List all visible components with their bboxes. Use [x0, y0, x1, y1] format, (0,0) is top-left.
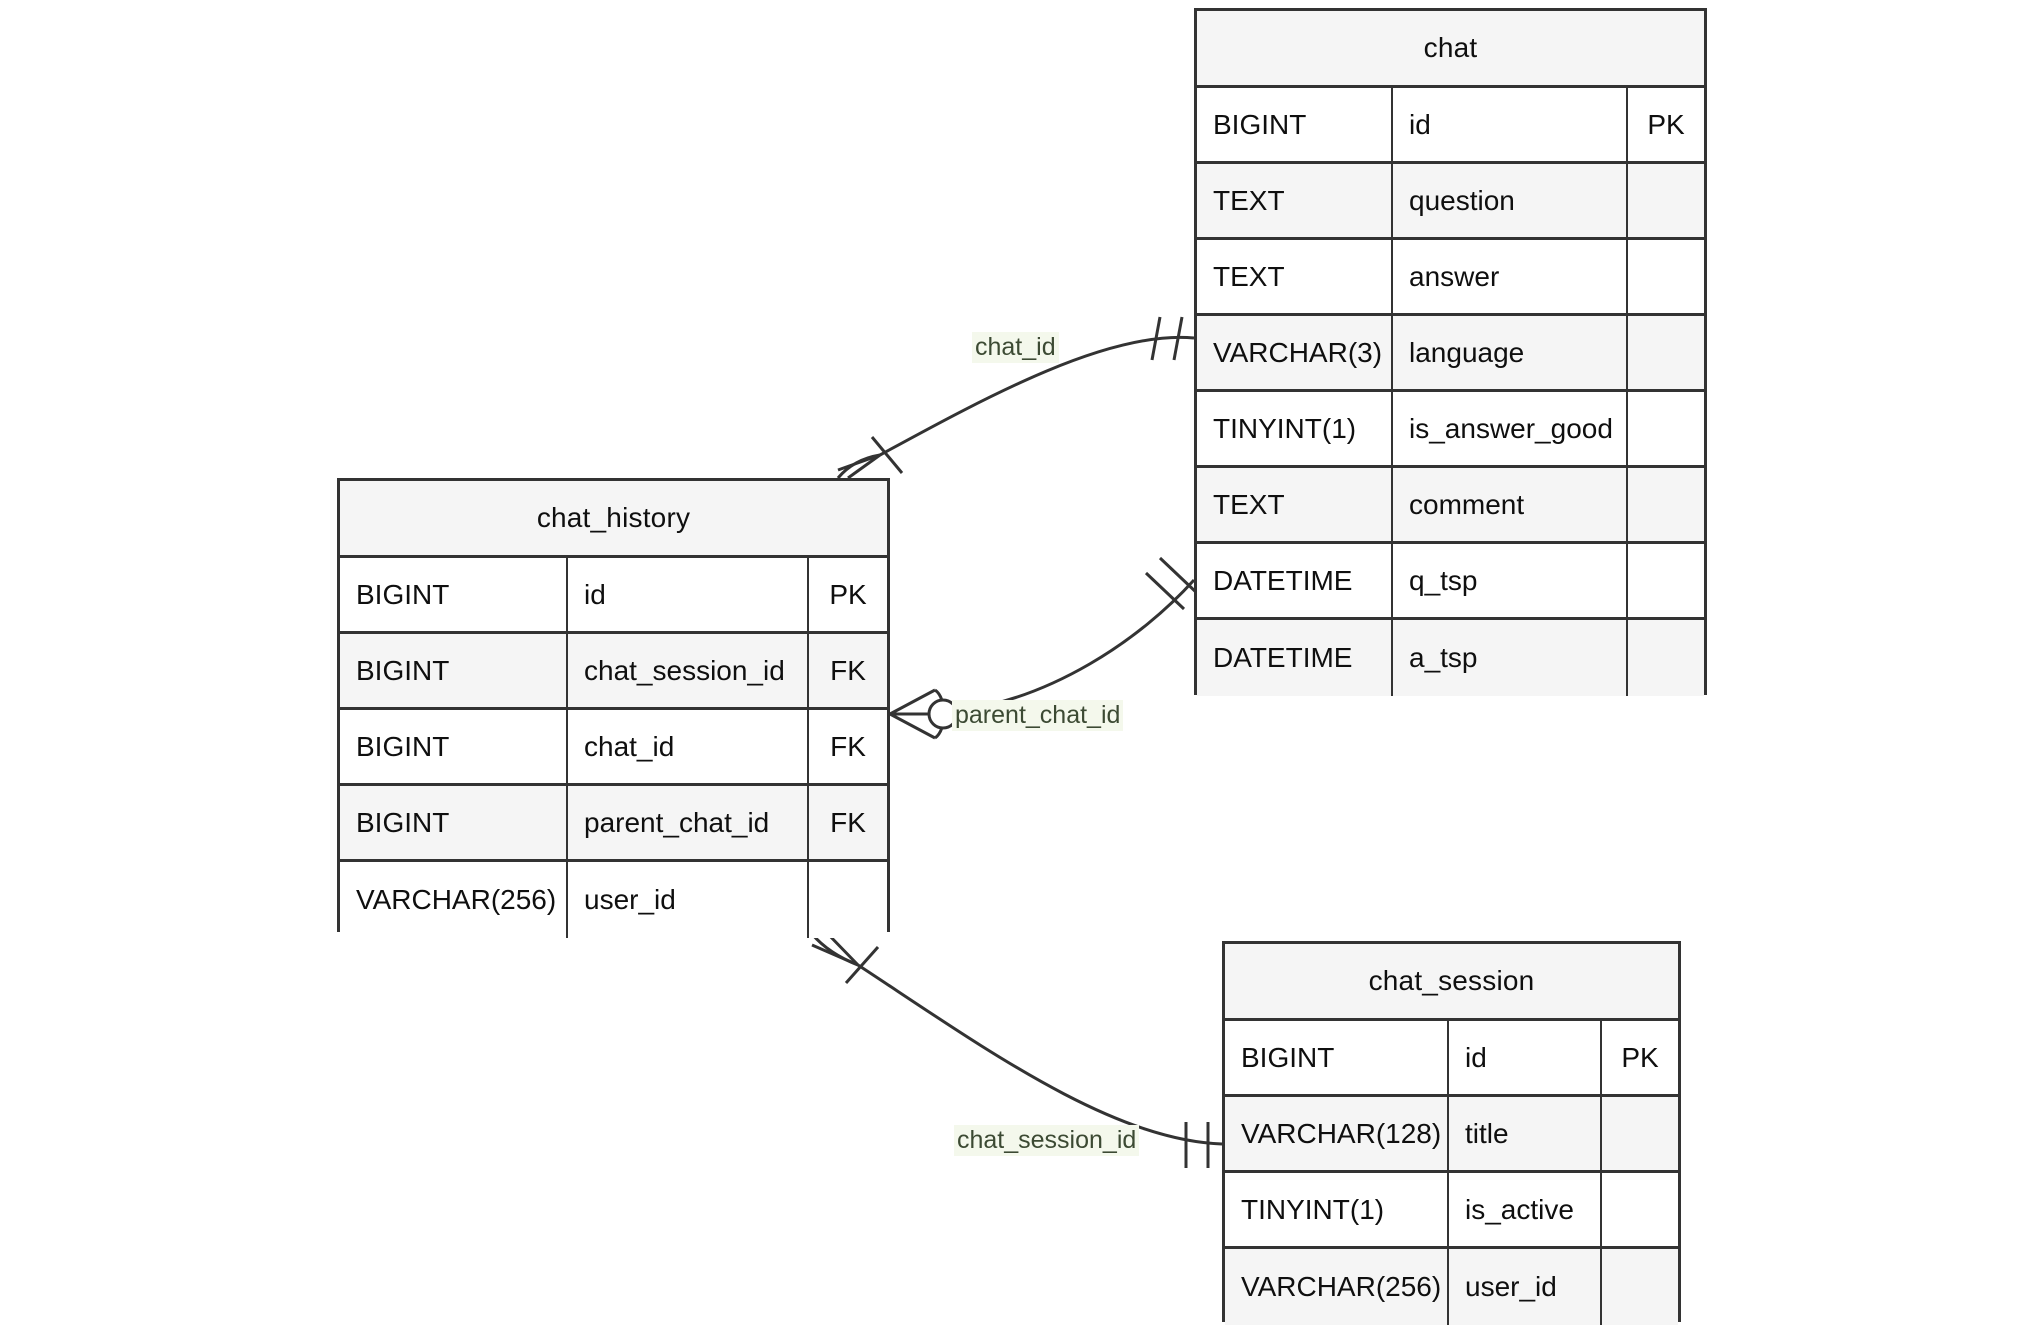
- attribute-name: q_tsp: [1393, 544, 1628, 617]
- relationship-chat-id: [836, 316, 1195, 480]
- attribute-key-badge: PK: [1621, 1041, 1659, 1073]
- attribute-type: TEXT: [1197, 468, 1393, 541]
- attribute-name: is_answer_good: [1393, 392, 1628, 465]
- attribute-type: TINYINT(1): [1197, 392, 1393, 465]
- attribute-type: BIGINT: [1225, 1021, 1449, 1094]
- attribute-key-badge: [1628, 164, 1704, 237]
- attribute-key-badge: FK: [830, 806, 866, 838]
- relationship-label-chat_id: chat_id: [972, 332, 1059, 363]
- attribute-type: BIGINT: [1197, 88, 1393, 161]
- attribute-key-badge: [1628, 240, 1704, 313]
- attribute-name: id: [568, 558, 809, 631]
- attribute-name: a_tsp: [1393, 620, 1628, 696]
- attribute-type: DATETIME: [1197, 544, 1393, 617]
- attribute-key-badge: [1628, 620, 1704, 696]
- attribute-type: BIGINT: [340, 558, 568, 631]
- attribute-name: question: [1393, 164, 1628, 237]
- attribute-row[interactable]: VARCHAR(256)user_id: [1225, 1249, 1678, 1325]
- attribute-key-badge: PK: [1647, 108, 1685, 140]
- attribute-name: user_id: [1449, 1249, 1602, 1325]
- entity-title-chat: chat: [1197, 11, 1704, 88]
- attribute-key-badge: [1602, 1249, 1678, 1325]
- relationship-chat-session-id: [810, 930, 1223, 1168]
- attribute-name: is_active: [1449, 1173, 1602, 1246]
- attribute-key-badge: [1628, 544, 1704, 617]
- relationship-label-chat_session_id: chat_session_id: [954, 1125, 1140, 1156]
- attribute-key-badge: FK: [830, 654, 866, 686]
- attribute-name: title: [1449, 1097, 1602, 1170]
- attribute-key-badge: [1602, 1173, 1678, 1246]
- attribute-name: parent_chat_id: [568, 786, 809, 859]
- attribute-row[interactable]: VARCHAR(3)language: [1197, 316, 1704, 392]
- attribute-type: DATETIME: [1197, 620, 1393, 696]
- attribute-key-badge: [1628, 316, 1704, 389]
- attribute-name: chat_session_id: [568, 634, 809, 707]
- attribute-key-badge: PK: [829, 578, 867, 610]
- attribute-key-badge: [1628, 468, 1704, 541]
- attribute-name: id: [1449, 1021, 1602, 1094]
- attribute-type: BIGINT: [340, 710, 568, 783]
- attribute-row[interactable]: TINYINT(1)is_active: [1225, 1173, 1678, 1249]
- attribute-name: language: [1393, 316, 1628, 389]
- attribute-type: BIGINT: [340, 786, 568, 859]
- attribute-key-badge: FK: [830, 730, 866, 762]
- attribute-type: VARCHAR(256): [340, 862, 568, 938]
- attribute-type: VARCHAR(128): [1225, 1097, 1449, 1170]
- attribute-type: TEXT: [1197, 240, 1393, 313]
- attribute-key-badge: [1602, 1097, 1678, 1170]
- attribute-row[interactable]: TINYINT(1)is_answer_good: [1197, 392, 1704, 468]
- attribute-type: BIGINT: [340, 634, 568, 707]
- relationship-parent-chat-id: [889, 556, 1200, 740]
- attribute-name: answer: [1393, 240, 1628, 313]
- attribute-key-badge: [809, 862, 887, 938]
- entity-title-chat_session: chat_session: [1225, 944, 1678, 1021]
- relationship-label-parent_chat_id: parent_chat_id: [952, 700, 1124, 731]
- attribute-row[interactable]: VARCHAR(128)title: [1225, 1097, 1678, 1173]
- attribute-type: TINYINT(1): [1225, 1173, 1449, 1246]
- attribute-name: id: [1393, 88, 1628, 161]
- attribute-name: chat_id: [568, 710, 809, 783]
- attribute-name: comment: [1393, 468, 1628, 541]
- attribute-type: TEXT: [1197, 164, 1393, 237]
- attribute-key-badge: [1628, 392, 1704, 465]
- attribute-type: VARCHAR(256): [1225, 1249, 1449, 1325]
- attribute-type: VARCHAR(3): [1197, 316, 1393, 389]
- entity-title-chat_history: chat_history: [340, 481, 887, 558]
- attribute-row[interactable]: VARCHAR(256)user_id: [340, 862, 887, 938]
- attribute-name: user_id: [568, 862, 809, 938]
